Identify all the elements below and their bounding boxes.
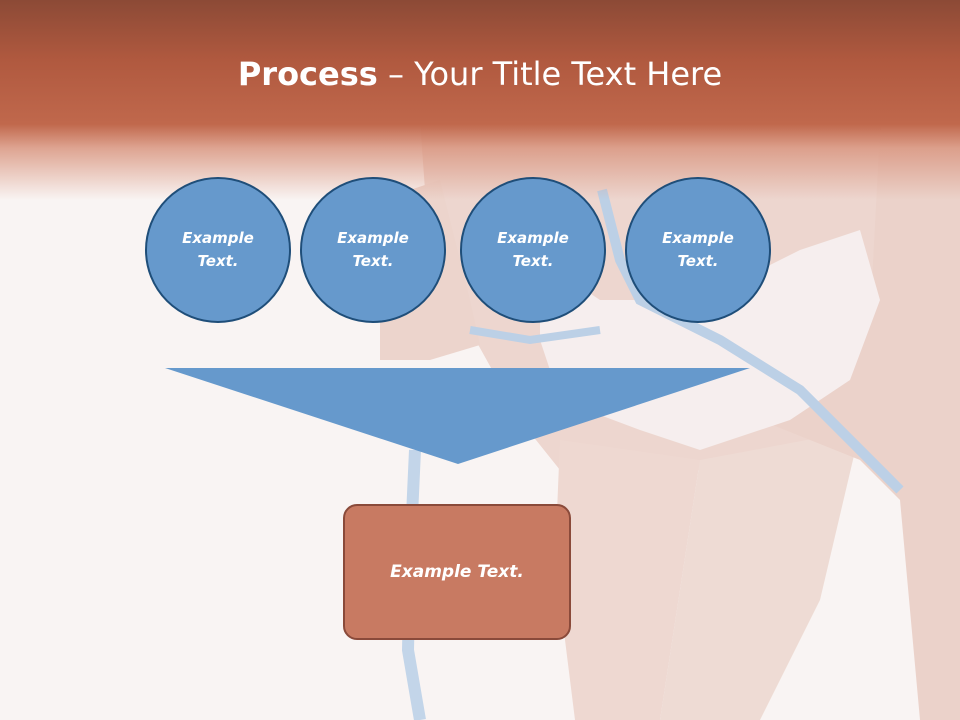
title-bold: Process [237, 55, 378, 93]
result-box[interactable]: Example Text. [343, 504, 571, 640]
slide-title: Process – Your Title Text Here [0, 52, 960, 96]
title-rest: – Your Title Text Here [377, 55, 723, 93]
result-label: Example Text. [390, 562, 524, 582]
header-band [0, 0, 960, 200]
